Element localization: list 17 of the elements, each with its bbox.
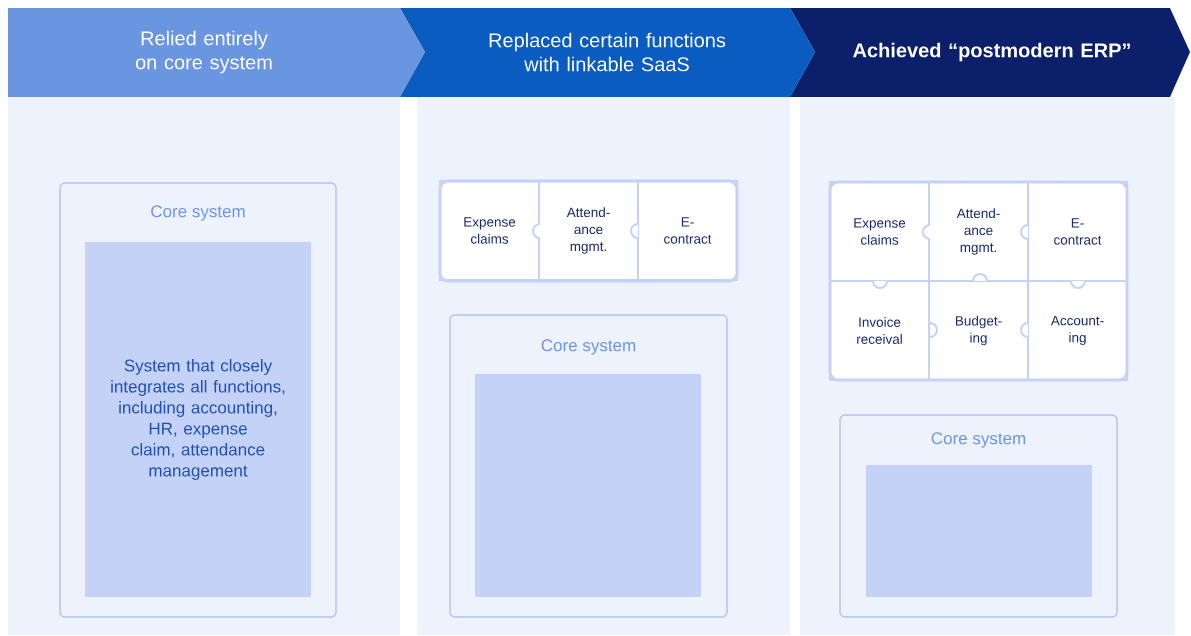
node-label: Relied entirely on core system: [135, 30, 272, 74]
puzzle-piece: Attend- ance mgmt.: [538, 180, 639, 281]
puzzle-piece: E- contract: [1027, 181, 1128, 282]
puzzle-piece: Expense claims: [439, 180, 540, 281]
puzzle-piece: Invoice receival: [829, 280, 930, 381]
puzzle-piece: Attend- ance mgmt.: [928, 181, 1029, 282]
puzzle-frame: [828, 180, 1129, 382]
puzzle-piece: Account- ing: [1027, 280, 1128, 381]
node-label: Replaced certain functions with linkable SaaS: [489, 32, 726, 72]
puzzle-piece: Budget- ing: [928, 280, 1029, 381]
node-label: Achieved “postmodern ERP”: [853, 42, 1130, 62]
puzzle-frame: [438, 179, 739, 283]
inner-block: System that closely integrates all functions, including accounting, HR, expense claim, attendance management: [85, 242, 311, 597]
inner-block: [475, 374, 701, 597]
puzzle-piece: E- contract: [637, 180, 738, 281]
puzzle-piece: Expense claims: [829, 181, 930, 282]
inner-block: [866, 465, 1092, 597]
